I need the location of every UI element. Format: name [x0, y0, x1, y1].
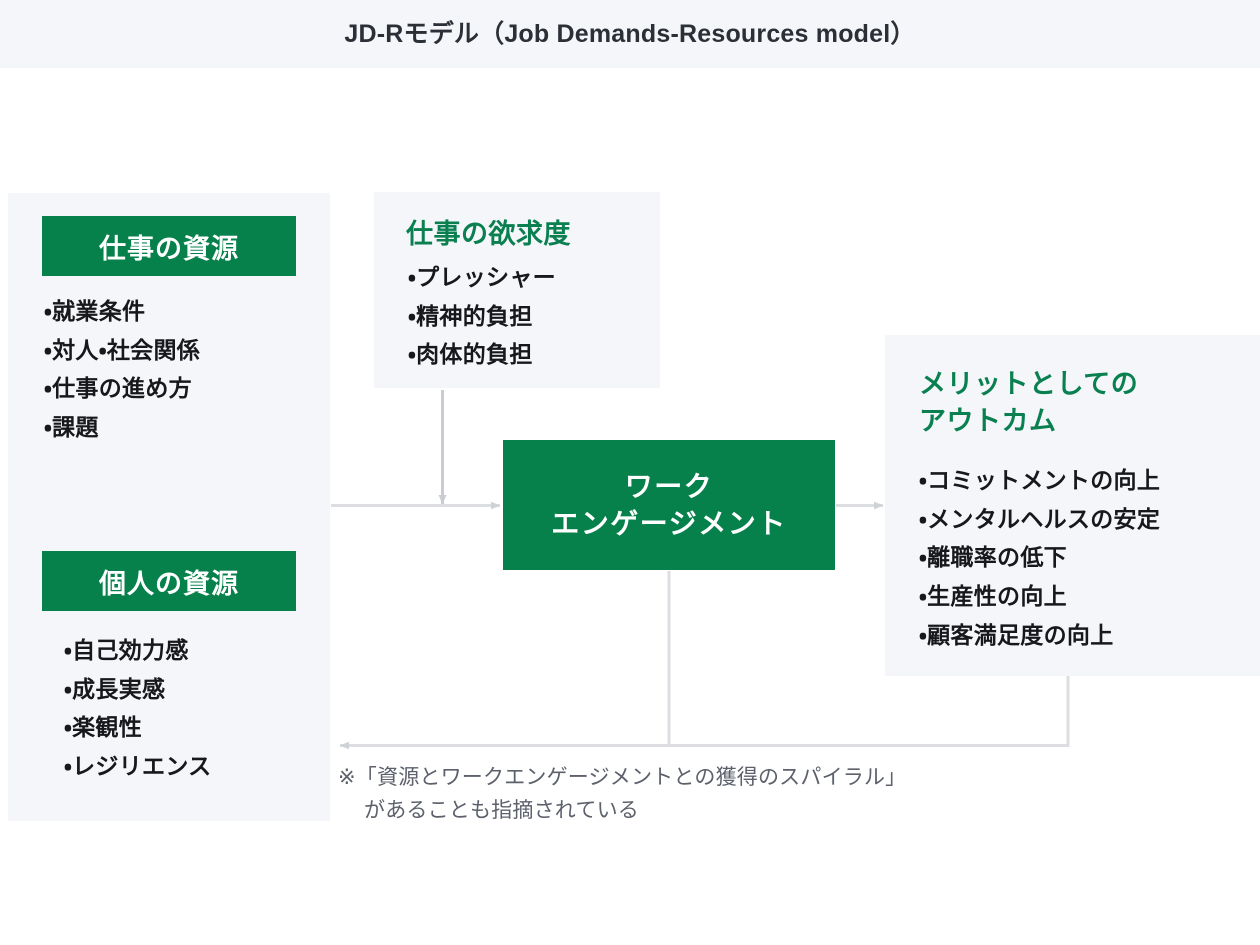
outcomes-list: コミットメントの向上 メンタルヘルスの安定 離職率の低下 生産性の向上 顧客満足… — [919, 461, 1160, 654]
personal-resources-list: 自己効力感 成長実感 楽観性 レジリエンス — [64, 631, 211, 786]
list-item: レジリエンス — [64, 747, 211, 786]
list-item: 楽観性 — [64, 708, 211, 747]
list-item: 課題 — [44, 408, 200, 447]
list-item: 仕事の進め方 — [44, 369, 200, 408]
job-demands-heading: 仕事の欲求度 — [406, 219, 571, 249]
list-item: 顧客満足度の向上 — [919, 616, 1160, 655]
job-resources-heading: 仕事の資源 — [42, 216, 296, 276]
footnote-line-1: ※「資源とワークエンゲージメントとの獲得のスパイラル」 — [338, 766, 907, 789]
work-engagement-line-1: ワーク — [624, 470, 714, 502]
title-band: JD-Rモデル（Job Demands-Resources model） — [0, 0, 1260, 68]
list-item: 生産性の向上 — [919, 577, 1160, 616]
list-item: 離職率の低下 — [919, 538, 1160, 577]
list-item: 対人・社会関係 — [44, 331, 200, 370]
personal-resources-heading: 個人の資源 — [42, 551, 296, 611]
footnote: ※「資源とワークエンゲージメントとの獲得のスパイラル」 があることも指摘されてい… — [338, 762, 1138, 827]
list-item: プレッシャー — [408, 258, 556, 297]
list-item: 成長実感 — [64, 670, 211, 709]
list-item: メンタルヘルスの安定 — [919, 500, 1160, 539]
work-engagement-line-2: エンゲージメント — [551, 508, 787, 539]
job-resources-list: 就業条件 対人・社会関係 仕事の進め方 課題 — [44, 292, 200, 447]
list-item: 肉体的負担 — [408, 335, 556, 374]
page-title: JD-Rモデル（Job Demands-Resources model） — [344, 20, 916, 48]
footnote-line-2: があることも指摘されている — [364, 798, 639, 822]
outcomes-heading-line-1: メリットとしての — [919, 369, 1139, 399]
feedback-loop-outcomes — [339, 676, 1070, 750]
list-item: コミットメントの向上 — [919, 461, 1160, 500]
list-item: 精神的負担 — [408, 297, 556, 336]
job-demands-list: プレッシャー 精神的負担 肉体的負担 — [408, 258, 556, 374]
work-engagement-box: ワーク エンゲージメント — [503, 440, 835, 570]
list-item: 自己効力感 — [64, 631, 211, 670]
outcomes-heading: メリットとしての アウトカム — [919, 366, 1138, 439]
list-item: 就業条件 — [44, 292, 200, 331]
outcomes-heading-line-2: アウトカム — [919, 405, 1057, 436]
